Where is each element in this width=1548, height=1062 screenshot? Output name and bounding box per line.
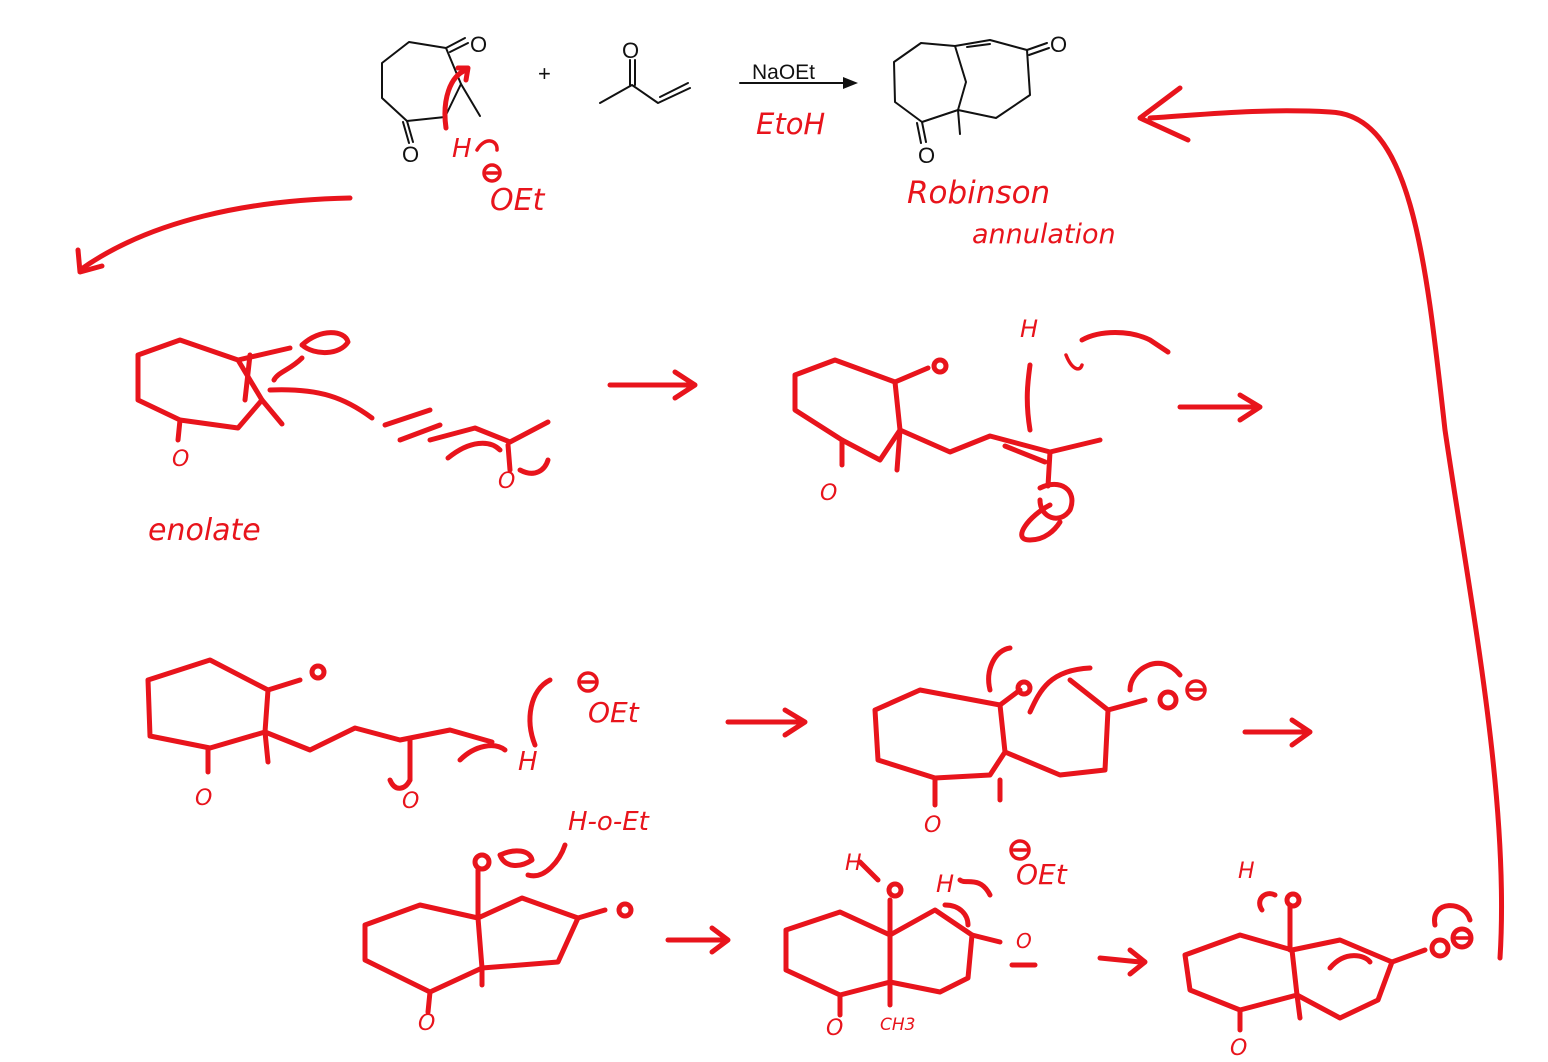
enolate-oxygen-label: O — [172, 447, 189, 472]
charge-minus-icon-2 — [577, 671, 599, 693]
flow-arrow-return — [1147, 108, 1505, 961]
ketone-oxygen-label-1: O — [470, 32, 487, 57]
aldol-enolate-cyclization — [872, 645, 1183, 808]
product-oxygen-label-1: O — [1050, 32, 1067, 57]
enolizable-hydrogen-label: H — [936, 870, 954, 898]
ethoxide-label-row3: OEt — [1016, 858, 1068, 891]
reaction-arrow — [739, 77, 858, 89]
alkoxide-oxygen-label: O — [418, 1011, 435, 1036]
aldol-alcohol — [783, 859, 1038, 1018]
enolate-structure — [135, 330, 375, 443]
starting-dione: O O — [381, 32, 487, 167]
dehydration-enolate — [1182, 891, 1474, 1033]
triketone — [145, 657, 553, 791]
methyl-vinyl-ketone: O — [599, 38, 691, 104]
mvk-oxygen-label-row1: O — [498, 469, 515, 494]
charge-minus-icon-3 — [1185, 679, 1207, 701]
arrow-step-5 — [665, 925, 731, 955]
adduct-oxygen-label: O — [820, 481, 837, 506]
reagent-label: NaOEt — [752, 61, 815, 84]
reaction-name-line2: annulation — [972, 219, 1116, 250]
alcohol-hydrogen-label: H — [845, 851, 862, 876]
ketone-oxygen-label-2: O — [402, 142, 419, 167]
triketone-oxygen-label-1: O — [195, 786, 212, 811]
triketone-oxygen-label-2: O — [402, 789, 419, 814]
aldol-oxygen-label-2: O — [826, 1016, 843, 1041]
ethanol-label: H-o-Et — [568, 807, 650, 837]
arrow-step-2 — [1177, 392, 1263, 423]
charge-minus-icon — [482, 163, 502, 183]
mvk-acceptor — [382, 407, 551, 476]
arrow-step-4 — [1242, 717, 1313, 748]
michael-adduct-enolate — [792, 330, 1171, 543]
enolate-label: enolate — [148, 513, 261, 548]
cyclized-oxygen-label: O — [924, 813, 941, 838]
ethoxide-label-row2: OEt — [588, 696, 640, 729]
enone-oxygen-label: O — [1230, 1036, 1247, 1061]
arrow-step-6 — [1097, 947, 1148, 977]
charge-minus-icon-4 — [1009, 839, 1031, 861]
ethanol-proton-label: H — [1020, 315, 1038, 343]
arrow-step-1 — [607, 369, 698, 401]
arrow-step-3 — [725, 707, 808, 738]
deprotonation-annotation — [442, 65, 499, 152]
solvent-label: EtoH — [756, 107, 825, 141]
mvk-oxygen-label: O — [622, 38, 639, 63]
alpha-hydrogen-label: H — [518, 747, 538, 777]
flow-arrow-down-left — [77, 195, 353, 273]
acidic-hydrogen-label: H — [452, 134, 472, 164]
aldol-oxygen-label-1: O — [1016, 929, 1032, 953]
reaction-name-line1: Robinson — [907, 175, 1050, 211]
hydroxyl-hydrogen-label: H — [1238, 859, 1255, 884]
product-oxygen-label-2: O — [918, 143, 935, 168]
plus-sign: + — [538, 61, 551, 86]
bicyclic-alkoxide — [362, 842, 634, 1015]
methyl-group-label: CH3 — [880, 1015, 915, 1035]
ethoxide-base-label: OEt — [490, 183, 546, 218]
wieland-miescher-ketone-product: O O — [893, 32, 1067, 168]
